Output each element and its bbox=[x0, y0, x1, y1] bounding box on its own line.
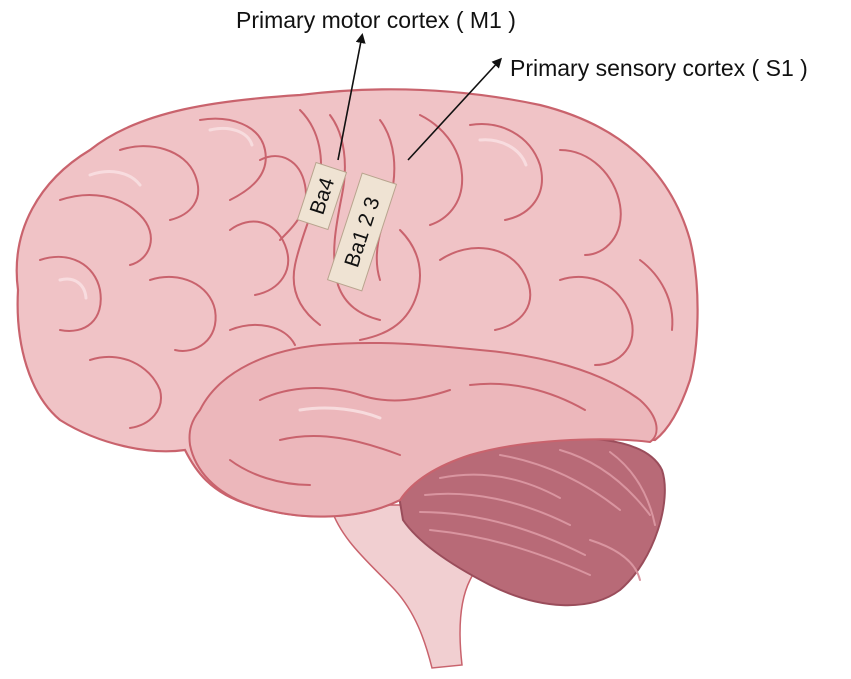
temporal-lobe bbox=[188, 341, 658, 518]
sensory-cortex-label: Primary sensory cortex ( S1 ) bbox=[510, 55, 808, 81]
ba4-tag: Ba4 bbox=[296, 161, 348, 231]
cortex-sulci bbox=[39, 109, 674, 486]
motor-cortex-arrow bbox=[337, 33, 366, 161]
cortex-highlights bbox=[58, 126, 528, 420]
motor-cortex-label: Primary motor cortex ( M1 ) bbox=[236, 7, 516, 33]
sensory-cortex-arrow bbox=[407, 57, 503, 161]
cerebellum-folia bbox=[419, 449, 656, 581]
